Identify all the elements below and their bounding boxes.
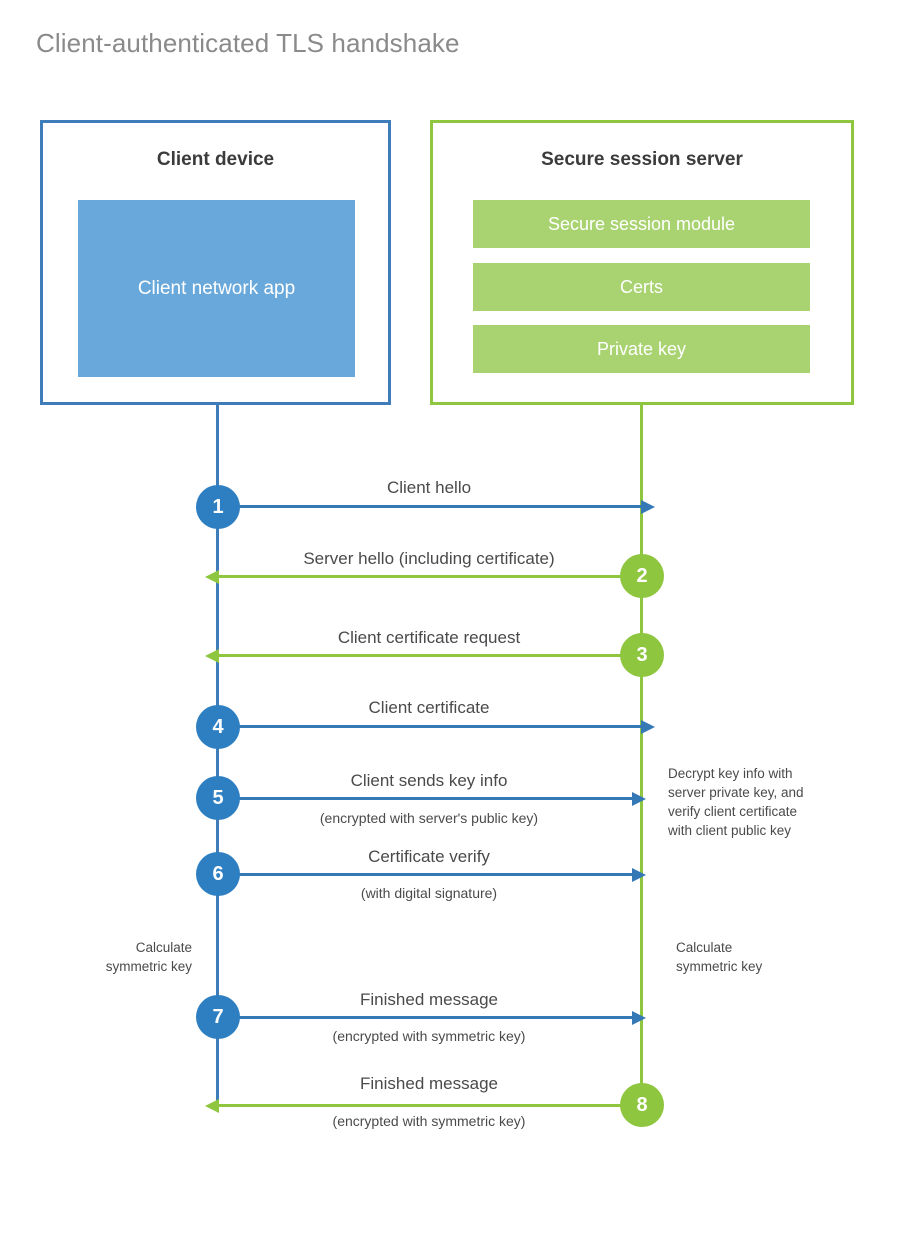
server-decrypt-note: Decrypt key info with server private key… (668, 766, 804, 839)
arrow-right-icon (632, 791, 646, 806)
step-badge-8[interactable]: 8 (620, 1083, 664, 1127)
server-module-private-key: Private key (473, 325, 810, 373)
message-1-arrow (218, 499, 655, 514)
message-8-arrow (205, 1098, 642, 1113)
message-3-label: Client certificate request (337, 628, 521, 647)
secure-session-server-title: Secure session server (541, 149, 743, 170)
message-5-label: Client sends key info (350, 771, 508, 790)
message-4-arrow (218, 719, 655, 734)
message-5-arrow (218, 791, 646, 806)
message-7-sublabel: (encrypted with symmetric key) (332, 1028, 526, 1044)
arrow-right-icon (632, 867, 646, 882)
step-badge-2[interactable]: 2 (620, 554, 664, 598)
step-badge-4[interactable]: 4 (196, 705, 240, 749)
server-module-certs: Certs (473, 263, 810, 311)
server-module-secure-session-module: Secure session module (473, 200, 810, 248)
secure-session-server-box: Secure session server Secure session mod… (430, 120, 854, 405)
arrow-left-icon (205, 569, 219, 584)
step-badge-6[interactable]: 6 (196, 852, 240, 896)
message-6-sublabel: (with digital signature) (360, 885, 498, 901)
client-network-app-block: Client network app (78, 200, 355, 377)
arrow-left-icon (205, 1098, 219, 1113)
client-device-title: Client device (156, 149, 275, 170)
client-device-box: Client device Client network app (40, 120, 391, 405)
client-calculate-symmetric-key-note: Calculate symmetric key (105, 940, 192, 975)
message-8-sublabel: (encrypted with symmetric key) (332, 1113, 526, 1129)
step-badge-3[interactable]: 3 (620, 633, 664, 677)
arrow-right-icon (641, 719, 655, 734)
server-lifeline (640, 405, 643, 1107)
server-calculate-symmetric-key-note: Calculate symmetric key (676, 940, 763, 975)
page-title: Client-authenticated TLS handshake (36, 28, 460, 58)
step-badge-5[interactable]: 5 (196, 776, 240, 820)
message-2-label: Server hello (including certificate) (303, 549, 555, 568)
message-6-arrow (218, 867, 646, 882)
arrow-left-icon (205, 648, 219, 663)
message-6-label: Certificate verify (368, 847, 490, 866)
client-lifeline (216, 405, 219, 1107)
message-3-arrow (205, 648, 642, 663)
step-badge-7[interactable]: 7 (196, 995, 240, 1039)
message-7-arrow (218, 1010, 646, 1025)
message-7-label: Finished message (360, 990, 498, 1009)
arrow-right-icon (641, 499, 655, 514)
message-4-label: Client certificate (368, 698, 490, 717)
arrow-right-icon (632, 1010, 646, 1025)
step-badge-1[interactable]: 1 (196, 485, 240, 529)
message-1-label: Client hello (386, 478, 472, 497)
message-2-arrow (205, 569, 642, 584)
message-5-sublabel: (encrypted with server's public key) (319, 810, 539, 826)
message-8-label: Finished message (360, 1074, 498, 1093)
